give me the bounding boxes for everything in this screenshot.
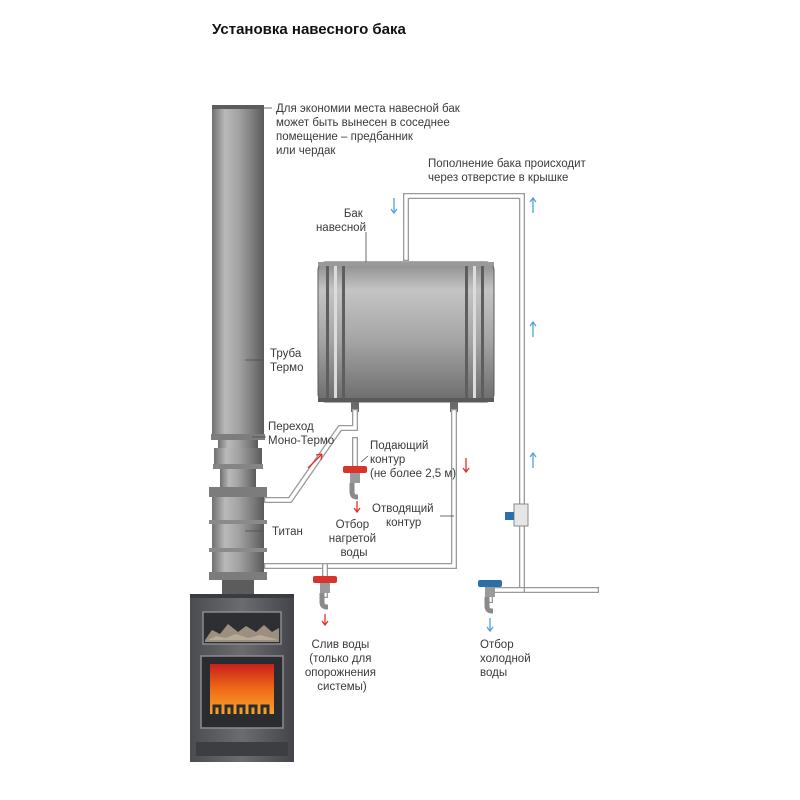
cold-tap-down-arrow-icon xyxy=(486,618,494,633)
hot-down-arrow-icon xyxy=(353,501,361,514)
hot-water-tap-valve[interactable] xyxy=(343,466,367,500)
drain-tap-valve[interactable] xyxy=(313,576,337,610)
titan-heater-icon xyxy=(209,487,267,594)
refill-line-valve[interactable] xyxy=(505,512,514,520)
diagram-title: Установка навесного бака xyxy=(212,21,407,38)
stove-icon xyxy=(190,594,294,762)
hot-tap-label: Отбор нагретой воды xyxy=(329,519,380,559)
hot-flow-arrow-icon xyxy=(307,453,323,469)
flow-arrows xyxy=(307,196,537,633)
drain-down-arrow-icon xyxy=(321,614,329,627)
cold-up-arrow-icon xyxy=(529,196,537,468)
chimney-pipe-icon xyxy=(211,105,265,487)
pipe-label: Труба Термо xyxy=(270,348,304,374)
titan-label: Титан xyxy=(272,526,303,538)
storage-tank-icon xyxy=(317,261,495,412)
return-label: Отводящий контур xyxy=(372,503,437,529)
refill-note: Пополнение бака происходит через отверст… xyxy=(428,158,589,184)
supply-pipe xyxy=(264,409,358,503)
cold-down-arrow-icon xyxy=(390,198,398,215)
drain-label: Слив воды (только для опорожнения систем… xyxy=(305,639,379,693)
cold-tap-label: Отбор холодной воды xyxy=(480,639,534,679)
tank-label: Бак навесной xyxy=(316,208,366,234)
adapter-label: Переход Моно-Термо xyxy=(268,421,334,447)
return-down-arrow-icon xyxy=(462,458,470,474)
top-note: Для экономии места навесной бак может бы… xyxy=(276,103,463,157)
cold-water-tap-valve[interactable] xyxy=(478,580,502,614)
leader-lines xyxy=(245,107,454,532)
supply-label: Подающий контур (не более 2,5 м) xyxy=(370,440,456,480)
